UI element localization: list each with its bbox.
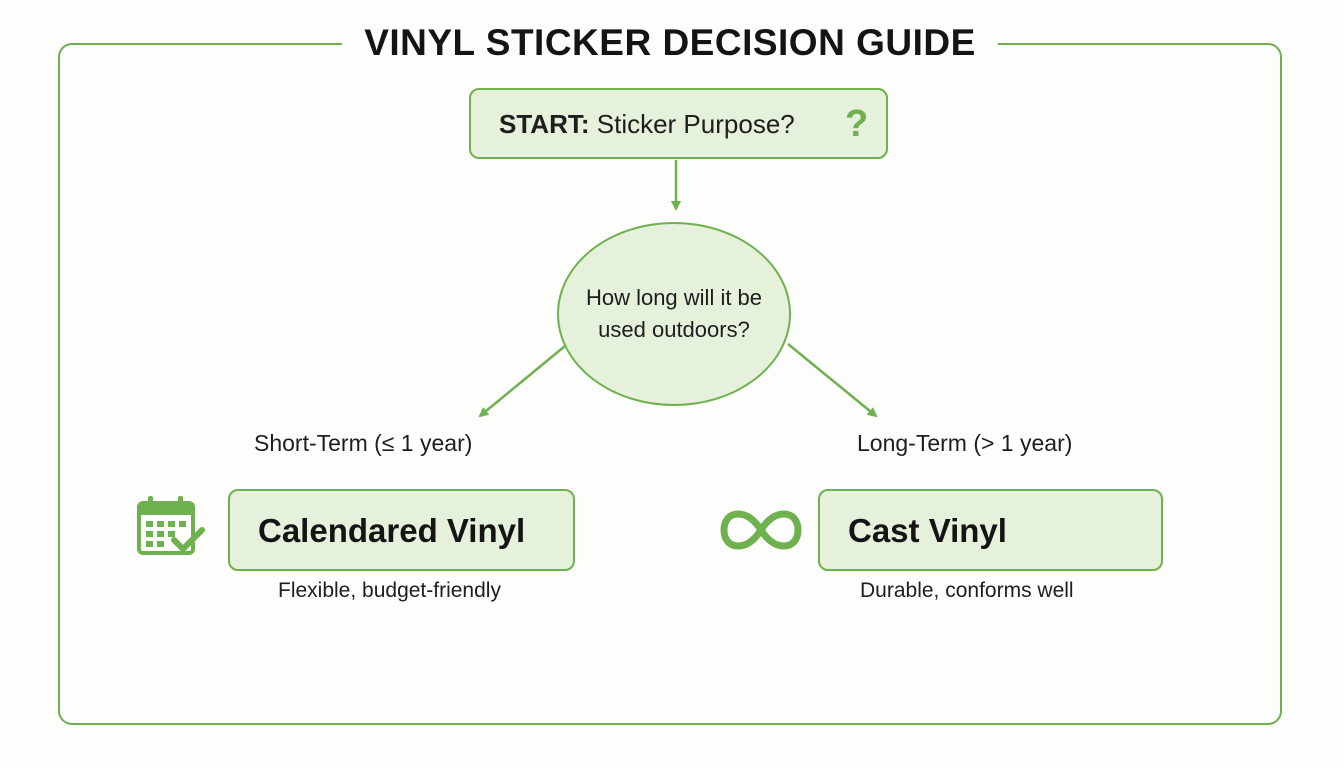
start-prefix: START: xyxy=(499,109,590,139)
decision-node: How long will it be used outdoors? xyxy=(557,222,791,406)
start-node: START: Sticker Purpose? ? xyxy=(469,88,888,159)
diagram-title: VINYL STICKER DECISION GUIDE xyxy=(342,18,998,68)
calendared-vinyl-description: Flexible, budget-friendly xyxy=(278,579,501,602)
question-mark-icon: ? xyxy=(845,103,869,145)
cast-vinyl-node: Cast Vinyl xyxy=(818,489,1163,571)
start-label: START: Sticker Purpose? xyxy=(499,90,795,156)
branch-long-label: Long-Term (> 1 year) xyxy=(857,430,1073,456)
arrow-decision-to-short xyxy=(478,345,566,418)
cast-vinyl-title: Cast Vinyl xyxy=(848,512,1007,549)
cast-vinyl-description: Durable, conforms well xyxy=(860,579,1074,602)
calendar-check-icon xyxy=(137,496,205,555)
branch-short-label: Short-Term (≤ 1 year) xyxy=(254,430,473,456)
calendared-vinyl-title: Calendared Vinyl xyxy=(258,512,526,549)
decision-line-2: used outdoors? xyxy=(598,317,750,342)
start-question: Sticker Purpose? xyxy=(596,109,795,139)
infinity-icon xyxy=(720,510,802,550)
calendared-vinyl-node: Calendared Vinyl xyxy=(228,489,575,571)
decision-line-1: How long will it be xyxy=(585,285,763,310)
arrow-decision-to-long xyxy=(787,343,878,418)
